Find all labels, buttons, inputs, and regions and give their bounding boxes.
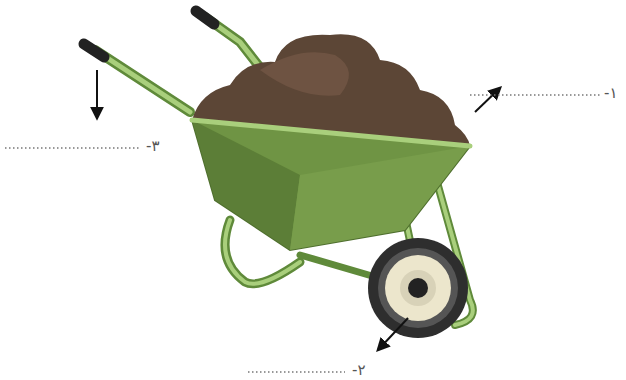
answer-line — [5, 95, 600, 372]
tray — [192, 120, 470, 250]
callout-number: ۳- — [146, 137, 159, 155]
force-arrow — [97, 70, 500, 350]
wheel — [368, 238, 468, 338]
callout-number: ۲- — [352, 361, 365, 379]
callout-number: ۱- — [604, 84, 617, 102]
